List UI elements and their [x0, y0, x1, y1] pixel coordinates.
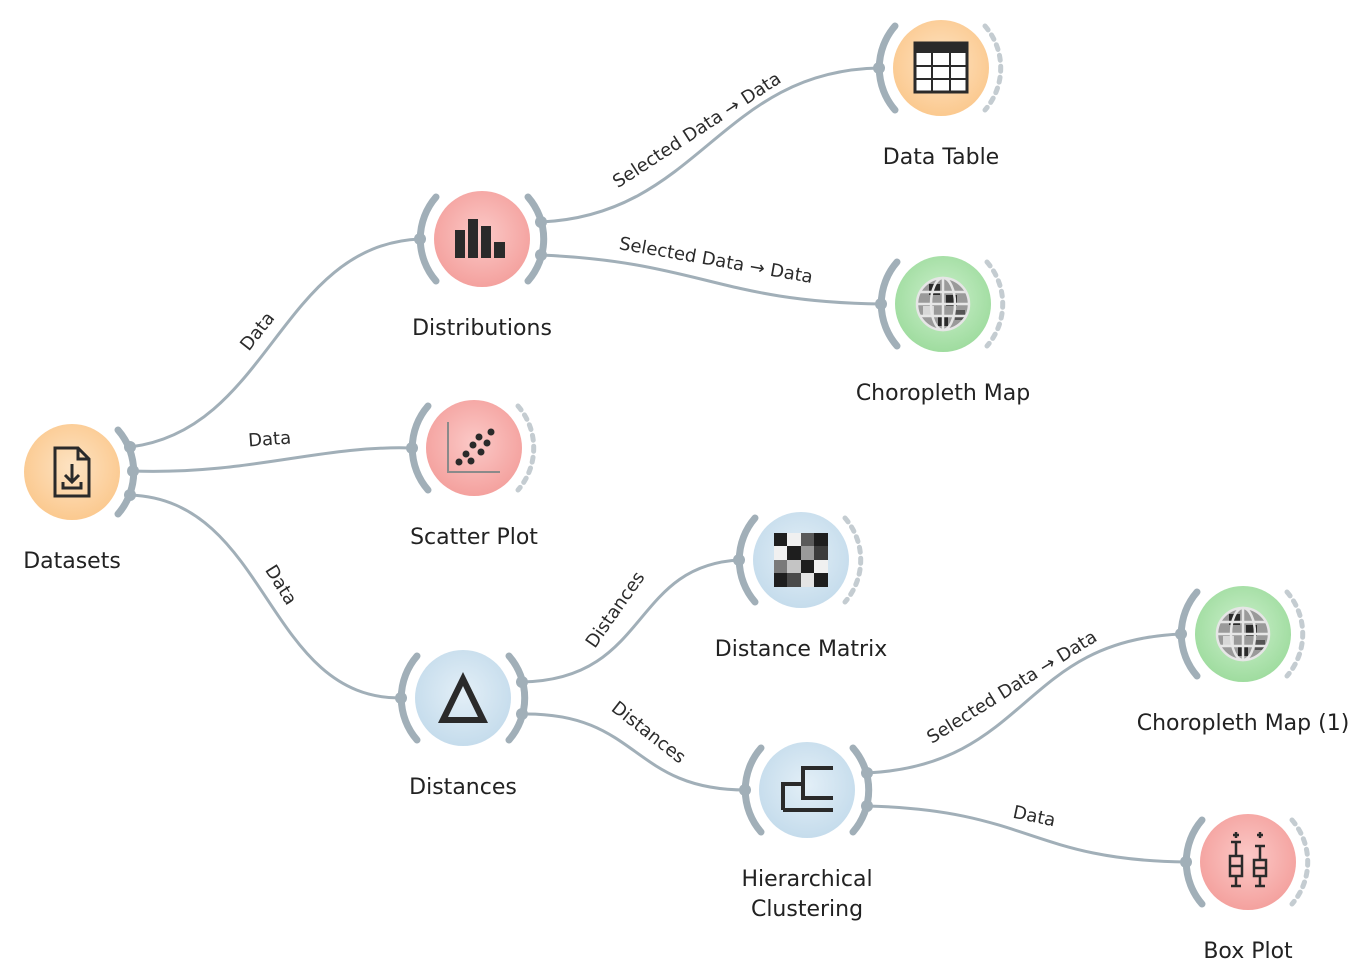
- link-clustering-map[interactable]: Selected Data → Data: [865, 626, 1184, 775]
- node-choropleth-map[interactable]: Choropleth Map: [856, 256, 1030, 406]
- link-label: Data: [236, 308, 279, 355]
- boxplot-icon: [1228, 832, 1268, 888]
- node-label-line1: Hierarchical: [741, 867, 872, 892]
- node-label-line2: Clustering: [751, 897, 863, 922]
- link-distributions-table[interactable]: Selected Data → Data: [539, 66, 882, 224]
- link-label: Data: [1011, 802, 1057, 831]
- delta-icon: [438, 672, 488, 723]
- link-label: Data: [260, 561, 301, 609]
- node-distance-matrix[interactable]: Distance Matrix: [715, 512, 887, 662]
- input-anchor[interactable]: [875, 298, 887, 310]
- output-anchor[interactable]: [127, 465, 139, 477]
- matrix-icon: [774, 533, 828, 587]
- output-anchor[interactable]: [861, 800, 873, 812]
- link-label: Selected Data → Data: [923, 626, 1101, 748]
- output-anchor[interactable]: [861, 767, 873, 779]
- output-bracket-empty: [1289, 817, 1311, 907]
- node-label: Choropleth Map (1): [1137, 711, 1350, 736]
- link-label: Data: [247, 428, 291, 452]
- output-bracket: [505, 652, 529, 744]
- node-label: Datasets: [23, 549, 121, 574]
- link-distances-matrix[interactable]: Distances: [520, 558, 742, 684]
- node-scatter-plot[interactable]: Scatter Plot: [406, 400, 538, 550]
- input-anchor[interactable]: [395, 692, 407, 704]
- links-layer: Data Data Data Selected Data → Data Sele…: [128, 66, 1188, 864]
- output-anchor[interactable]: [124, 489, 136, 501]
- node-label: Distances: [409, 775, 517, 800]
- output-anchor[interactable]: [516, 676, 528, 688]
- output-anchor[interactable]: [535, 249, 547, 261]
- input-anchor[interactable]: [873, 62, 885, 74]
- node-label: Data Table: [883, 145, 999, 170]
- node-data-table[interactable]: Data Table: [873, 20, 1004, 170]
- dendrogram-icon: [781, 766, 833, 812]
- link-label: Selected Data → Data: [609, 68, 785, 192]
- file-download-icon: [53, 446, 91, 498]
- input-anchor[interactable]: [1180, 856, 1192, 868]
- table-icon: [913, 41, 969, 94]
- node-circle: [759, 742, 855, 838]
- output-bracket-empty: [842, 515, 864, 605]
- output-bracket-empty: [515, 403, 537, 493]
- output-bracket-empty: [984, 259, 1006, 349]
- input-anchor[interactable]: [739, 784, 751, 796]
- input-anchor[interactable]: [406, 442, 418, 454]
- node-choropleth-map-1[interactable]: Choropleth Map (1): [1137, 586, 1350, 736]
- output-bracket: [849, 744, 873, 836]
- node-label: Scatter Plot: [410, 525, 538, 550]
- node-circle: [1200, 814, 1296, 910]
- node-distances[interactable]: Distances: [395, 650, 529, 800]
- input-anchor[interactable]: [414, 233, 426, 245]
- link-datasets-scatter[interactable]: Data: [130, 428, 414, 473]
- node-label: Distance Matrix: [715, 637, 887, 662]
- link-distributions-map[interactable]: Selected Data → Data: [539, 233, 884, 306]
- globe-icon: [915, 276, 971, 332]
- link-clustering-boxplot[interactable]: Data: [865, 802, 1188, 864]
- input-anchor[interactable]: [1175, 628, 1187, 640]
- output-bracket: [524, 193, 548, 285]
- node-label: Choropleth Map: [856, 381, 1030, 406]
- node-label: Distributions: [412, 316, 552, 341]
- output-anchor[interactable]: [124, 441, 136, 453]
- node-datasets[interactable]: Datasets: [23, 424, 139, 574]
- scatter-icon: [447, 422, 500, 473]
- bar-chart-icon: [455, 219, 505, 258]
- input-anchor[interactable]: [733, 554, 745, 566]
- node-circle: [415, 650, 511, 746]
- link-label: Distances: [582, 568, 650, 652]
- input-bracket: [875, 22, 899, 114]
- node-hierarchical-clustering[interactable]: Hierarchical Clustering: [739, 742, 873, 922]
- link-datasets-distances[interactable]: Data: [128, 493, 404, 700]
- output-bracket-empty: [982, 23, 1004, 113]
- output-anchor[interactable]: [535, 216, 547, 228]
- node-box-plot[interactable]: Box Plot: [1180, 814, 1311, 964]
- link-datasets-distributions[interactable]: Data: [128, 237, 422, 449]
- node-distributions[interactable]: Distributions: [412, 191, 552, 341]
- link-distances-clustering[interactable]: Distances: [520, 697, 748, 792]
- link-label: Distances: [607, 697, 689, 768]
- link-label: Selected Data → Data: [618, 233, 815, 288]
- globe-icon: [1215, 606, 1271, 662]
- output-bracket-empty: [1284, 589, 1306, 679]
- output-anchor[interactable]: [516, 708, 528, 720]
- node-label: Box Plot: [1203, 939, 1293, 964]
